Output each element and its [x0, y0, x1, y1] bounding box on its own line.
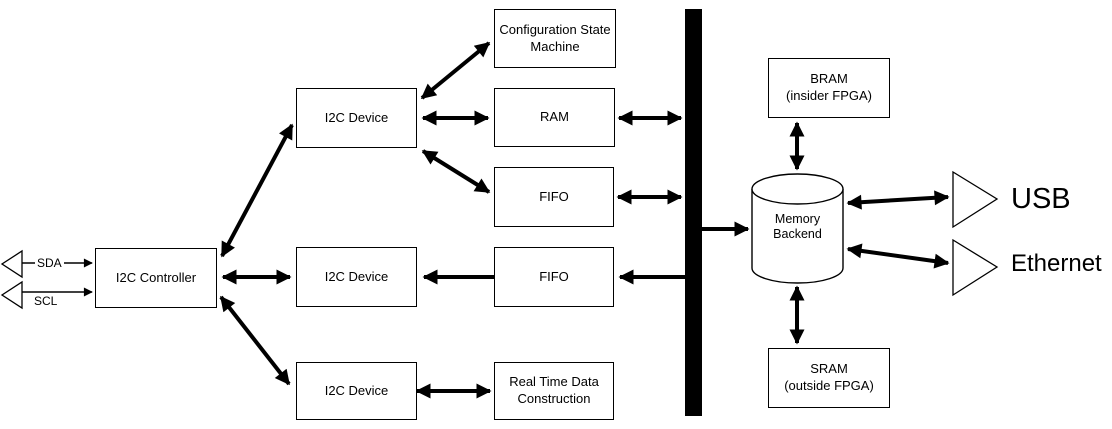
- usb-port-label: USB: [1011, 183, 1071, 215]
- scl-port-label: SCL: [34, 294, 58, 308]
- node-memory-backend-line1: Memory: [774, 212, 821, 226]
- node-i2c-device-bottom-label: I2C Device: [324, 382, 389, 398]
- node-i2c-controller-label: I2C Controller: [115, 269, 197, 285]
- node-memory-backend-label: Memory Backend: [752, 212, 843, 242]
- node-fifo-middle: FIFO: [494, 247, 614, 307]
- arrow-memory-backend-usb: [846, 190, 950, 210]
- node-ram: RAM: [494, 88, 615, 147]
- node-real-time-data-line1: Real Time Data: [509, 374, 599, 390]
- arrow-device-top-csm: [420, 41, 491, 100]
- node-bram-line1: BRAM: [810, 71, 848, 87]
- node-bram-line2: (insider FPGA): [786, 88, 872, 103]
- node-bram: BRAM (insider FPGA): [768, 58, 890, 118]
- node-fifo-top-label: FIFO: [539, 188, 569, 204]
- node-sram-line1: SRAM: [810, 361, 848, 377]
- scl-port-triangle-icon: [0, 280, 23, 310]
- arrow-memory-backend-ethernet: [846, 243, 950, 269]
- node-i2c-device-middle: I2C Device: [296, 247, 417, 307]
- sda-port-triangle-icon: [0, 249, 23, 279]
- ethernet-port-label: Ethernet: [1011, 250, 1102, 277]
- node-ram-label: RAM: [540, 109, 569, 125]
- node-real-time-data-line2: Construction: [517, 391, 591, 406]
- node-memory-backend-line2: Backend: [773, 227, 822, 241]
- node-i2c-device-middle-label: I2C Device: [324, 268, 389, 284]
- node-config-state-machine-line1: Configuration State: [499, 21, 611, 37]
- bus-bar: [685, 9, 702, 416]
- sda-port-label: SDA: [35, 256, 64, 270]
- node-i2c-device-top-label: I2C Device: [324, 109, 389, 125]
- usb-port-triangle-icon: [952, 170, 999, 229]
- arrow-device-top-fifo: [421, 149, 491, 194]
- memory-backend-cylinder-body: [751, 189, 844, 284]
- node-sram: SRAM (outside FPGA): [768, 348, 890, 408]
- node-fifo-middle-label: FIFO: [539, 268, 569, 284]
- node-i2c-device-bottom: I2C Device: [296, 362, 417, 420]
- node-i2c-controller: I2C Controller: [95, 248, 217, 308]
- arrow-controller-device-top: [220, 123, 294, 258]
- node-fifo-top: FIFO: [494, 167, 614, 227]
- node-real-time-data: Real Time Data Construction: [494, 362, 614, 420]
- node-i2c-device-top: I2C Device: [296, 88, 417, 148]
- node-sram-line2: (outside FPGA): [784, 378, 874, 393]
- node-config-state-machine-line2: Machine: [530, 38, 580, 54]
- arrow-controller-device-bottom: [219, 295, 291, 386]
- ethernet-port-triangle-icon: [952, 238, 999, 297]
- memory-backend-cylinder-top: [751, 173, 844, 205]
- node-config-state-machine: Configuration State Machine: [494, 9, 616, 68]
